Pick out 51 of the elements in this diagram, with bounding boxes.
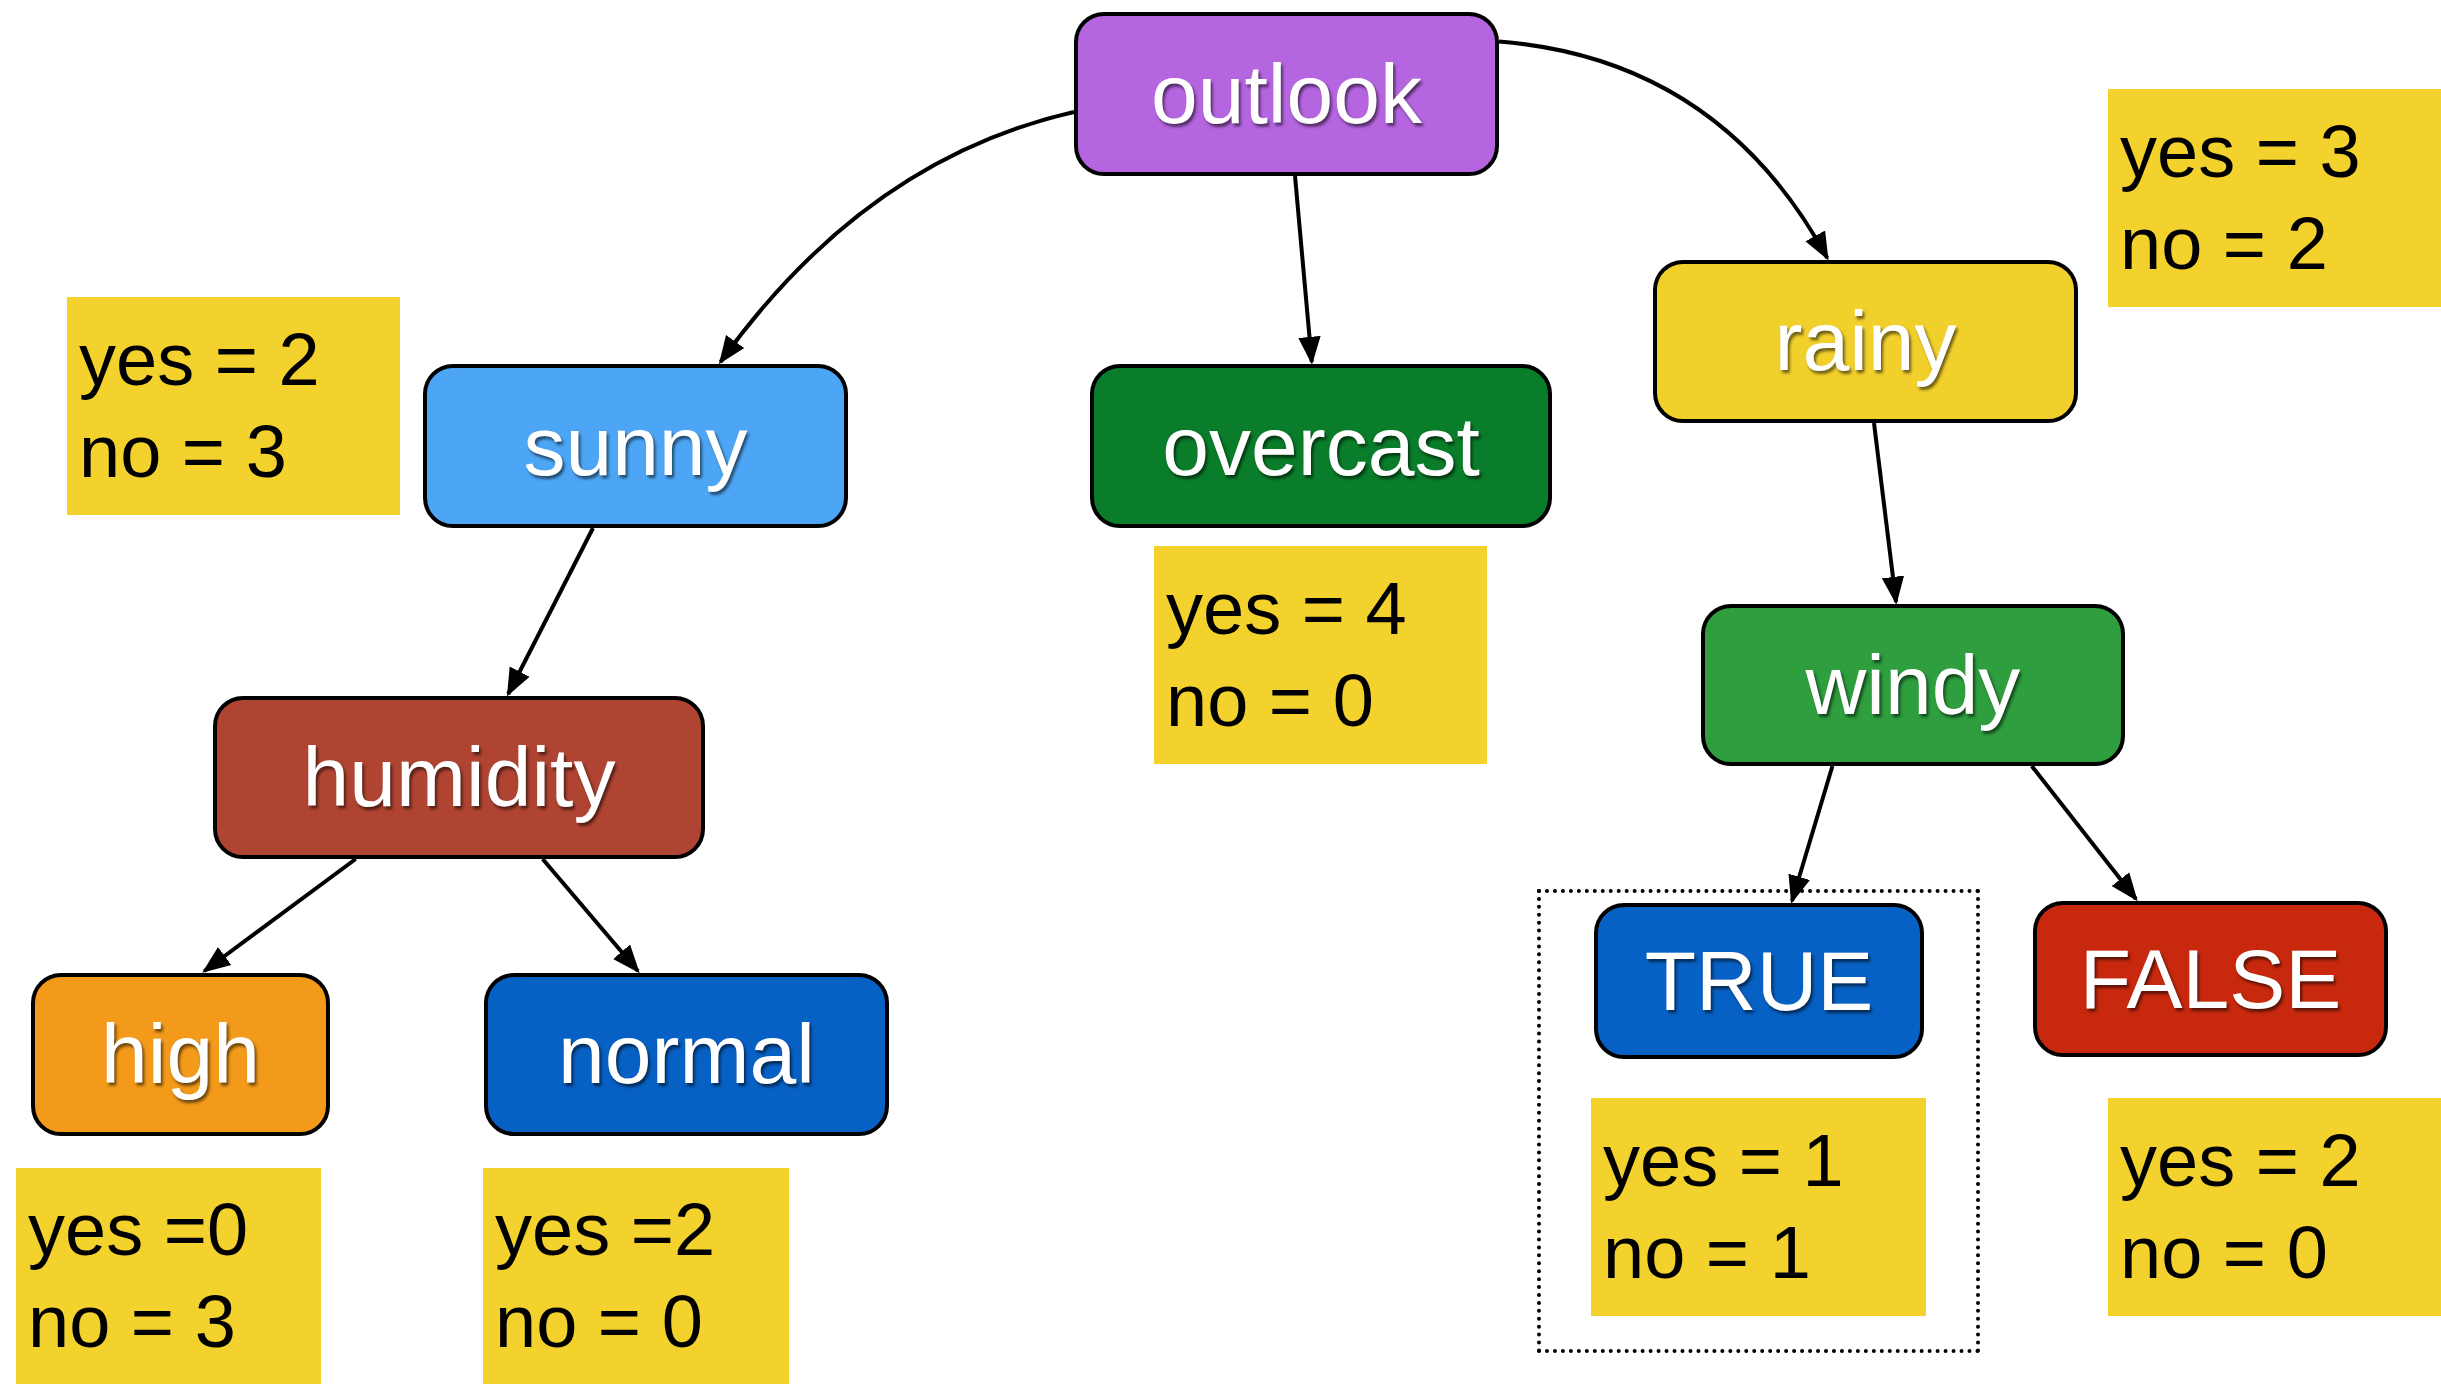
arrow (1872, 422, 1905, 605)
tree-node-box (1074, 12, 1499, 176)
node-label: TRUE (1644, 932, 1874, 1030)
count-text: yes = 2 (2120, 1117, 2361, 1204)
arrow (202, 857, 357, 973)
count-box (16, 1168, 321, 1384)
count-text: no = 0 (2120, 1210, 2328, 1296)
tree-node-box (423, 364, 848, 528)
tree-node-box (1594, 903, 1924, 1059)
node-label: sunny (523, 397, 748, 495)
arrow (541, 857, 640, 974)
count-box (1154, 546, 1487, 764)
tree-node-box (1090, 364, 1552, 528)
count-box (67, 297, 400, 515)
count-text: no = 3 (79, 409, 287, 495)
node-label: outlook (1151, 45, 1422, 143)
count-box (2108, 89, 2441, 307)
count-text: yes = 1 (1603, 1117, 1844, 1204)
count-text: no = 3 (28, 1279, 236, 1365)
count-text: no = 0 (1166, 658, 1374, 744)
arrow (506, 527, 595, 697)
node-label: high (101, 1006, 260, 1103)
tree-node-box (484, 973, 889, 1136)
tree-node-box (1701, 604, 2125, 766)
tree-node-box (1653, 260, 2078, 423)
arrow (2030, 764, 2138, 902)
count-box (1591, 1098, 1926, 1316)
count-box (2108, 1098, 2441, 1316)
node-label: windy (1805, 636, 2021, 734)
node-label: rainy (1774, 293, 1957, 390)
count-text: no = 0 (495, 1279, 703, 1365)
count-text: yes = 4 (1166, 565, 1407, 652)
node-label: humidity (302, 729, 616, 826)
tree-node-box (31, 973, 330, 1136)
count-text: no = 1 (1603, 1210, 1811, 1296)
count-text: yes = 3 (2120, 108, 2361, 195)
arrow (718, 110, 1075, 365)
node-label: overcast (1162, 397, 1480, 495)
count-text: yes =0 (28, 1186, 249, 1273)
count-text: yes =2 (495, 1186, 716, 1273)
arrow (1498, 39, 1829, 261)
tree-node-box (213, 696, 705, 859)
arrow (1788, 765, 1835, 904)
tree-node-box (2033, 901, 2388, 1057)
node-label: FALSE (2079, 930, 2342, 1028)
count-box (483, 1168, 789, 1384)
node-label: normal (558, 1006, 815, 1103)
dotted-group-box (1537, 889, 1980, 1353)
arrow (1293, 175, 1321, 365)
count-text: no = 2 (2120, 201, 2328, 287)
count-text: yes = 2 (79, 316, 320, 403)
